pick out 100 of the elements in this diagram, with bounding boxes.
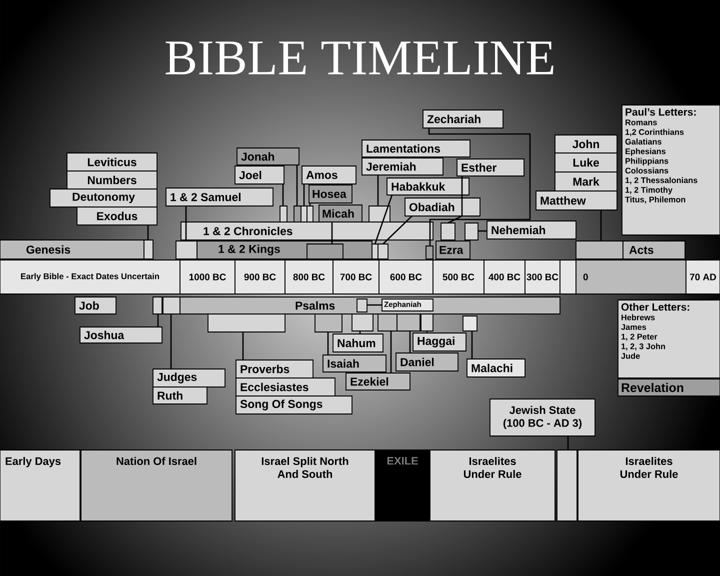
book-label: Ezra <box>436 240 470 260</box>
book-label: Song Of Songs <box>236 396 352 414</box>
span-marker <box>300 206 308 222</box>
book-label: Job <box>74 296 116 314</box>
book-label: John <box>554 134 618 154</box>
span-marker <box>176 240 198 260</box>
book-label: Revelation <box>618 378 720 396</box>
span-marker <box>162 296 180 314</box>
span-marker <box>294 206 302 222</box>
book-label: Jonah <box>236 148 300 166</box>
book-label: Proverbs <box>236 360 314 378</box>
span-marker <box>396 314 420 332</box>
span-marker <box>280 206 288 222</box>
date-cell: 900 BC <box>234 260 286 294</box>
date-cell: 1000 BC <box>180 260 236 294</box>
span-marker <box>314 314 342 332</box>
leader-line <box>282 184 284 206</box>
era-cell: Early Days <box>0 450 80 522</box>
book-label: Micah <box>318 204 362 222</box>
leader-line <box>303 184 305 206</box>
span-marker <box>560 260 576 294</box>
book-label: Esther <box>456 158 524 176</box>
book-label: Deutonomy <box>50 188 158 208</box>
book-label: Numbers <box>66 170 158 190</box>
span-marker <box>426 246 434 260</box>
span-marker <box>306 244 344 260</box>
leader-line <box>359 331 361 334</box>
book-label: Isaiah <box>322 354 386 372</box>
leader-line <box>185 206 187 241</box>
leader-line <box>377 175 379 206</box>
book-label: 1 & 2 Samuel <box>166 188 274 206</box>
date-cell: 600 BC <box>378 260 434 294</box>
book-label: Mark <box>554 172 618 192</box>
title: BIBLE TIMELINE <box>166 42 554 74</box>
leader-line <box>382 216 412 244</box>
book-label: Joshua <box>80 326 162 344</box>
leader-line <box>157 314 159 327</box>
era-cell: Israel Split North And South <box>234 450 376 522</box>
book-label: Nehemiah <box>486 220 576 240</box>
letters-box: Paul’s Letters: Romans 1,2 Corinthians Galatians Ephesians Philippians Colossians 1, 2 Thessalonians 1, 2 Timothy Titus, Philemon <box>622 104 720 236</box>
span-marker <box>464 222 478 240</box>
book-label: Exodus <box>76 206 158 226</box>
period-label: Jewish State (100 BC - AD 3) <box>490 398 596 436</box>
span-marker <box>440 222 456 240</box>
leader-line <box>428 128 531 246</box>
date-cell: 800 BC <box>284 260 334 294</box>
leader-line <box>170 314 172 369</box>
book-label: Daniel <box>396 352 458 372</box>
era-cell: EXILE <box>374 450 430 522</box>
span-marker <box>378 244 388 260</box>
leader-line <box>409 331 411 353</box>
leader-line <box>567 436 569 450</box>
span-marker <box>462 316 478 332</box>
leader-line <box>374 194 393 244</box>
book-label: Acts <box>622 240 686 260</box>
leader-line <box>390 331 392 373</box>
span-marker <box>372 244 378 260</box>
date-cell: 400 BC <box>484 260 526 294</box>
book-label: Leviticus <box>66 152 158 172</box>
book-label: Ecclesiastes <box>236 378 336 396</box>
date-cell: 700 BC <box>332 260 380 294</box>
book-label: Judges <box>152 368 226 388</box>
book-label: Ezekiel <box>346 372 410 390</box>
book-label: Habakkuk <box>386 178 470 196</box>
leader-line <box>309 203 311 206</box>
leader-line <box>147 225 149 240</box>
book-label: Hosea <box>308 184 352 204</box>
date-cell: 70 AD <box>686 260 720 294</box>
leader-line <box>331 222 333 244</box>
book-label: Nahum <box>332 334 384 352</box>
book-label: Amos <box>302 166 356 184</box>
span-marker <box>152 296 162 314</box>
leader-line <box>471 331 473 359</box>
span-marker <box>556 450 578 522</box>
leader-line <box>448 176 463 224</box>
book-label: Ruth <box>152 386 208 404</box>
span-marker <box>144 240 154 260</box>
leader-line <box>296 165 298 206</box>
span-marker <box>576 240 624 260</box>
book-label: Malachi <box>466 358 526 378</box>
book-label: Genesis <box>0 240 144 260</box>
span-marker <box>378 314 398 332</box>
span-marker <box>420 314 434 332</box>
leader-line <box>327 332 329 355</box>
span-marker <box>208 314 286 332</box>
book-label: Lamentations <box>362 140 470 158</box>
leader-line <box>600 210 602 241</box>
book-label: Obadiah <box>404 198 480 216</box>
span-marker <box>356 298 368 312</box>
span-marker <box>306 206 314 222</box>
book-label: Luke <box>554 152 618 172</box>
book-label: Zechariah <box>422 110 504 128</box>
letters-box: Other Letters: Hebrews James 1, 2 Peter 1, 2, 3 John Jude <box>618 300 720 378</box>
book-label: Jeremiah <box>362 158 444 176</box>
leader-line <box>478 230 487 232</box>
span-marker <box>368 206 390 222</box>
era-cell: Nation Of Israel <box>80 450 232 522</box>
leader-line <box>367 304 382 306</box>
leader-line <box>242 332 244 360</box>
book-label: Joel <box>234 166 284 184</box>
